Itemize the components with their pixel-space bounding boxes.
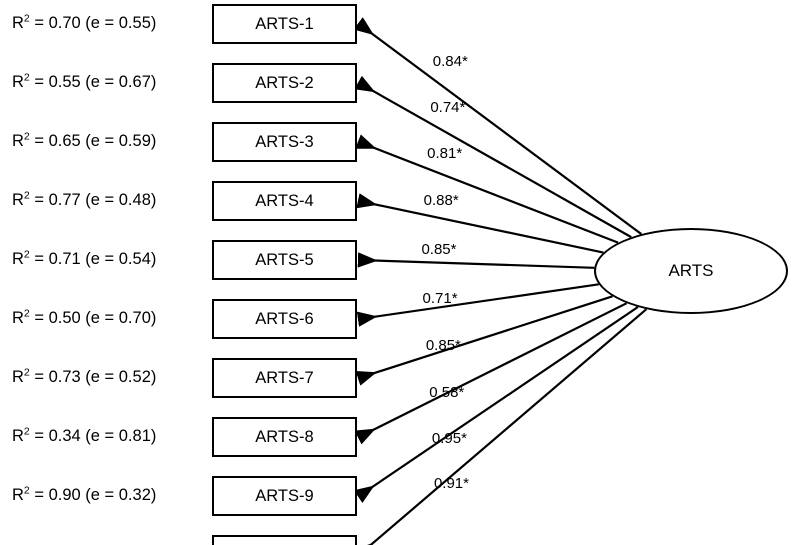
indicator-box: ARTS-7 xyxy=(212,358,357,398)
loading-arrow xyxy=(353,306,639,503)
indicator-box: ARTS-4 xyxy=(212,181,357,221)
r-squared-symbol: R xyxy=(12,486,24,504)
r-squared-value-text: = 0.77 (e = 0.48) xyxy=(34,191,157,209)
path-coefficient-label: 0.85* xyxy=(425,337,461,355)
indicator-box: ARTS-8 xyxy=(212,417,357,457)
r-squared-exponent: 2 xyxy=(23,12,30,25)
indicator-box: ARTS-6 xyxy=(212,299,357,339)
indicator-box-label: ARTS-1 xyxy=(255,14,314,33)
path-coefficient-label: 0.74* xyxy=(430,98,466,116)
indicator-box: ARTS-3 xyxy=(212,122,357,162)
r-squared-value-text: = 0.55 (e = 0.67) xyxy=(34,73,157,91)
r-squared-exponent: 2 xyxy=(23,307,30,320)
r-squared-symbol: R xyxy=(12,250,24,268)
indicator-box: ARTS-2 xyxy=(212,63,357,103)
r-squared-label: R2 = 0.50 (e = 0.70) xyxy=(12,307,202,327)
r-squared-symbol: R xyxy=(12,132,24,150)
r-squared-label: R2 = 0.77 (e = 0.48) xyxy=(12,189,202,209)
loading-arrow xyxy=(354,75,632,239)
indicator-box-label: ARTS-3 xyxy=(255,132,314,151)
loading-arrow xyxy=(357,252,595,269)
path-coefficient-label: 0.95* xyxy=(431,429,467,447)
path-coefficient-label: 0.58* xyxy=(429,383,465,401)
path-coefficient-label: 0.81* xyxy=(427,145,463,163)
indicator-box-label: ARTS-6 xyxy=(255,309,314,328)
r-squared-exponent: 2 xyxy=(23,189,30,202)
r-squared-exponent: 2 xyxy=(23,366,30,379)
loading-arrow xyxy=(356,193,604,254)
r-squared-value-text: = 0.71 (e = 0.54) xyxy=(34,250,157,268)
r-squared-symbol: R xyxy=(12,309,24,327)
loading-arrow xyxy=(354,302,628,445)
r-squared-symbol: R xyxy=(12,368,24,386)
path-coefficient-label: 0.71* xyxy=(422,289,458,307)
indicator-box-label: ARTS-8 xyxy=(255,427,314,446)
r-squared-label: R2 = 0.65 (e = 0.59) xyxy=(12,130,202,150)
indicator-box-label: ARTS-4 xyxy=(255,191,314,210)
r-squared-symbol: R xyxy=(12,73,24,91)
loading-arrow xyxy=(353,308,648,545)
loading-arrow xyxy=(353,17,643,235)
path-coefficient-label: 0.88* xyxy=(423,192,459,210)
indicator-box-label: ARTS-5 xyxy=(255,250,314,269)
indicator-box-label: ARTS-7 xyxy=(255,368,314,387)
r-squared-symbol: R xyxy=(12,191,24,209)
r-squared-label: R2 = 0.55 (e = 0.67) xyxy=(12,71,202,91)
r-squared-label: R2 = 0.70 (e = 0.55) xyxy=(12,12,202,32)
indicator-box: ARTS-9 xyxy=(212,476,357,516)
path-coefficient-label: 0.85* xyxy=(421,240,457,258)
indicator-box-label: ARTS-2 xyxy=(255,73,314,92)
path-coefficient-label: 0.91* xyxy=(433,475,469,492)
loading-arrow xyxy=(356,283,599,327)
r-squared-value-text: = 0.73 (e = 0.52) xyxy=(34,368,157,386)
r-squared-exponent: 2 xyxy=(23,484,30,497)
r-squared-label: R2 = 0.71 (e = 0.54) xyxy=(12,248,202,268)
indicator-box: ARTS-10 xyxy=(212,535,357,545)
r-squared-exponent: 2 xyxy=(23,130,30,143)
indicator-box-label: ARTS-9 xyxy=(255,486,314,505)
r-squared-symbol: R xyxy=(12,427,24,445)
r-squared-value-text: = 0.70 (e = 0.55) xyxy=(34,14,157,32)
latent-variable-arts: ARTS xyxy=(594,228,788,314)
r-squared-label: R2 = 0.90 (e = 0.32) xyxy=(12,484,202,504)
indicator-box: ARTS-1 xyxy=(212,4,357,44)
r-squared-value-text: = 0.50 (e = 0.70) xyxy=(34,309,157,327)
r-squared-exponent: 2 xyxy=(23,248,30,261)
r-squared-exponent: 2 xyxy=(23,71,30,84)
r-squared-symbol: R xyxy=(12,14,24,32)
r-squared-label: R2 = 0.34 (e = 0.81) xyxy=(12,425,202,445)
r-squared-value-text: = 0.65 (e = 0.59) xyxy=(34,132,157,150)
indicator-box: ARTS-5 xyxy=(212,240,357,280)
r-squared-value-text: = 0.34 (e = 0.81) xyxy=(34,427,157,445)
r-squared-exponent: 2 xyxy=(23,425,30,438)
r-squared-value-text: = 0.90 (e = 0.32) xyxy=(34,486,157,504)
latent-variable-label: ARTS xyxy=(668,261,714,280)
loading-arrow xyxy=(355,134,619,244)
loading-arrow-group xyxy=(353,17,648,545)
r-squared-label: R2 = 0.73 (e = 0.52) xyxy=(12,366,202,386)
path-coefficient-label: 0.84* xyxy=(432,53,468,71)
loading-arrow xyxy=(355,295,613,386)
